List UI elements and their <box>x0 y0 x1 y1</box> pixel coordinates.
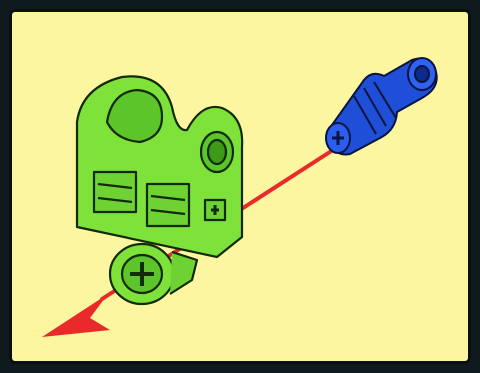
assembly-illustration <box>12 12 471 364</box>
green-beam-connector-icon <box>77 76 242 304</box>
instruction-panel <box>9 9 471 364</box>
blue-axle-pin-icon <box>326 58 437 155</box>
